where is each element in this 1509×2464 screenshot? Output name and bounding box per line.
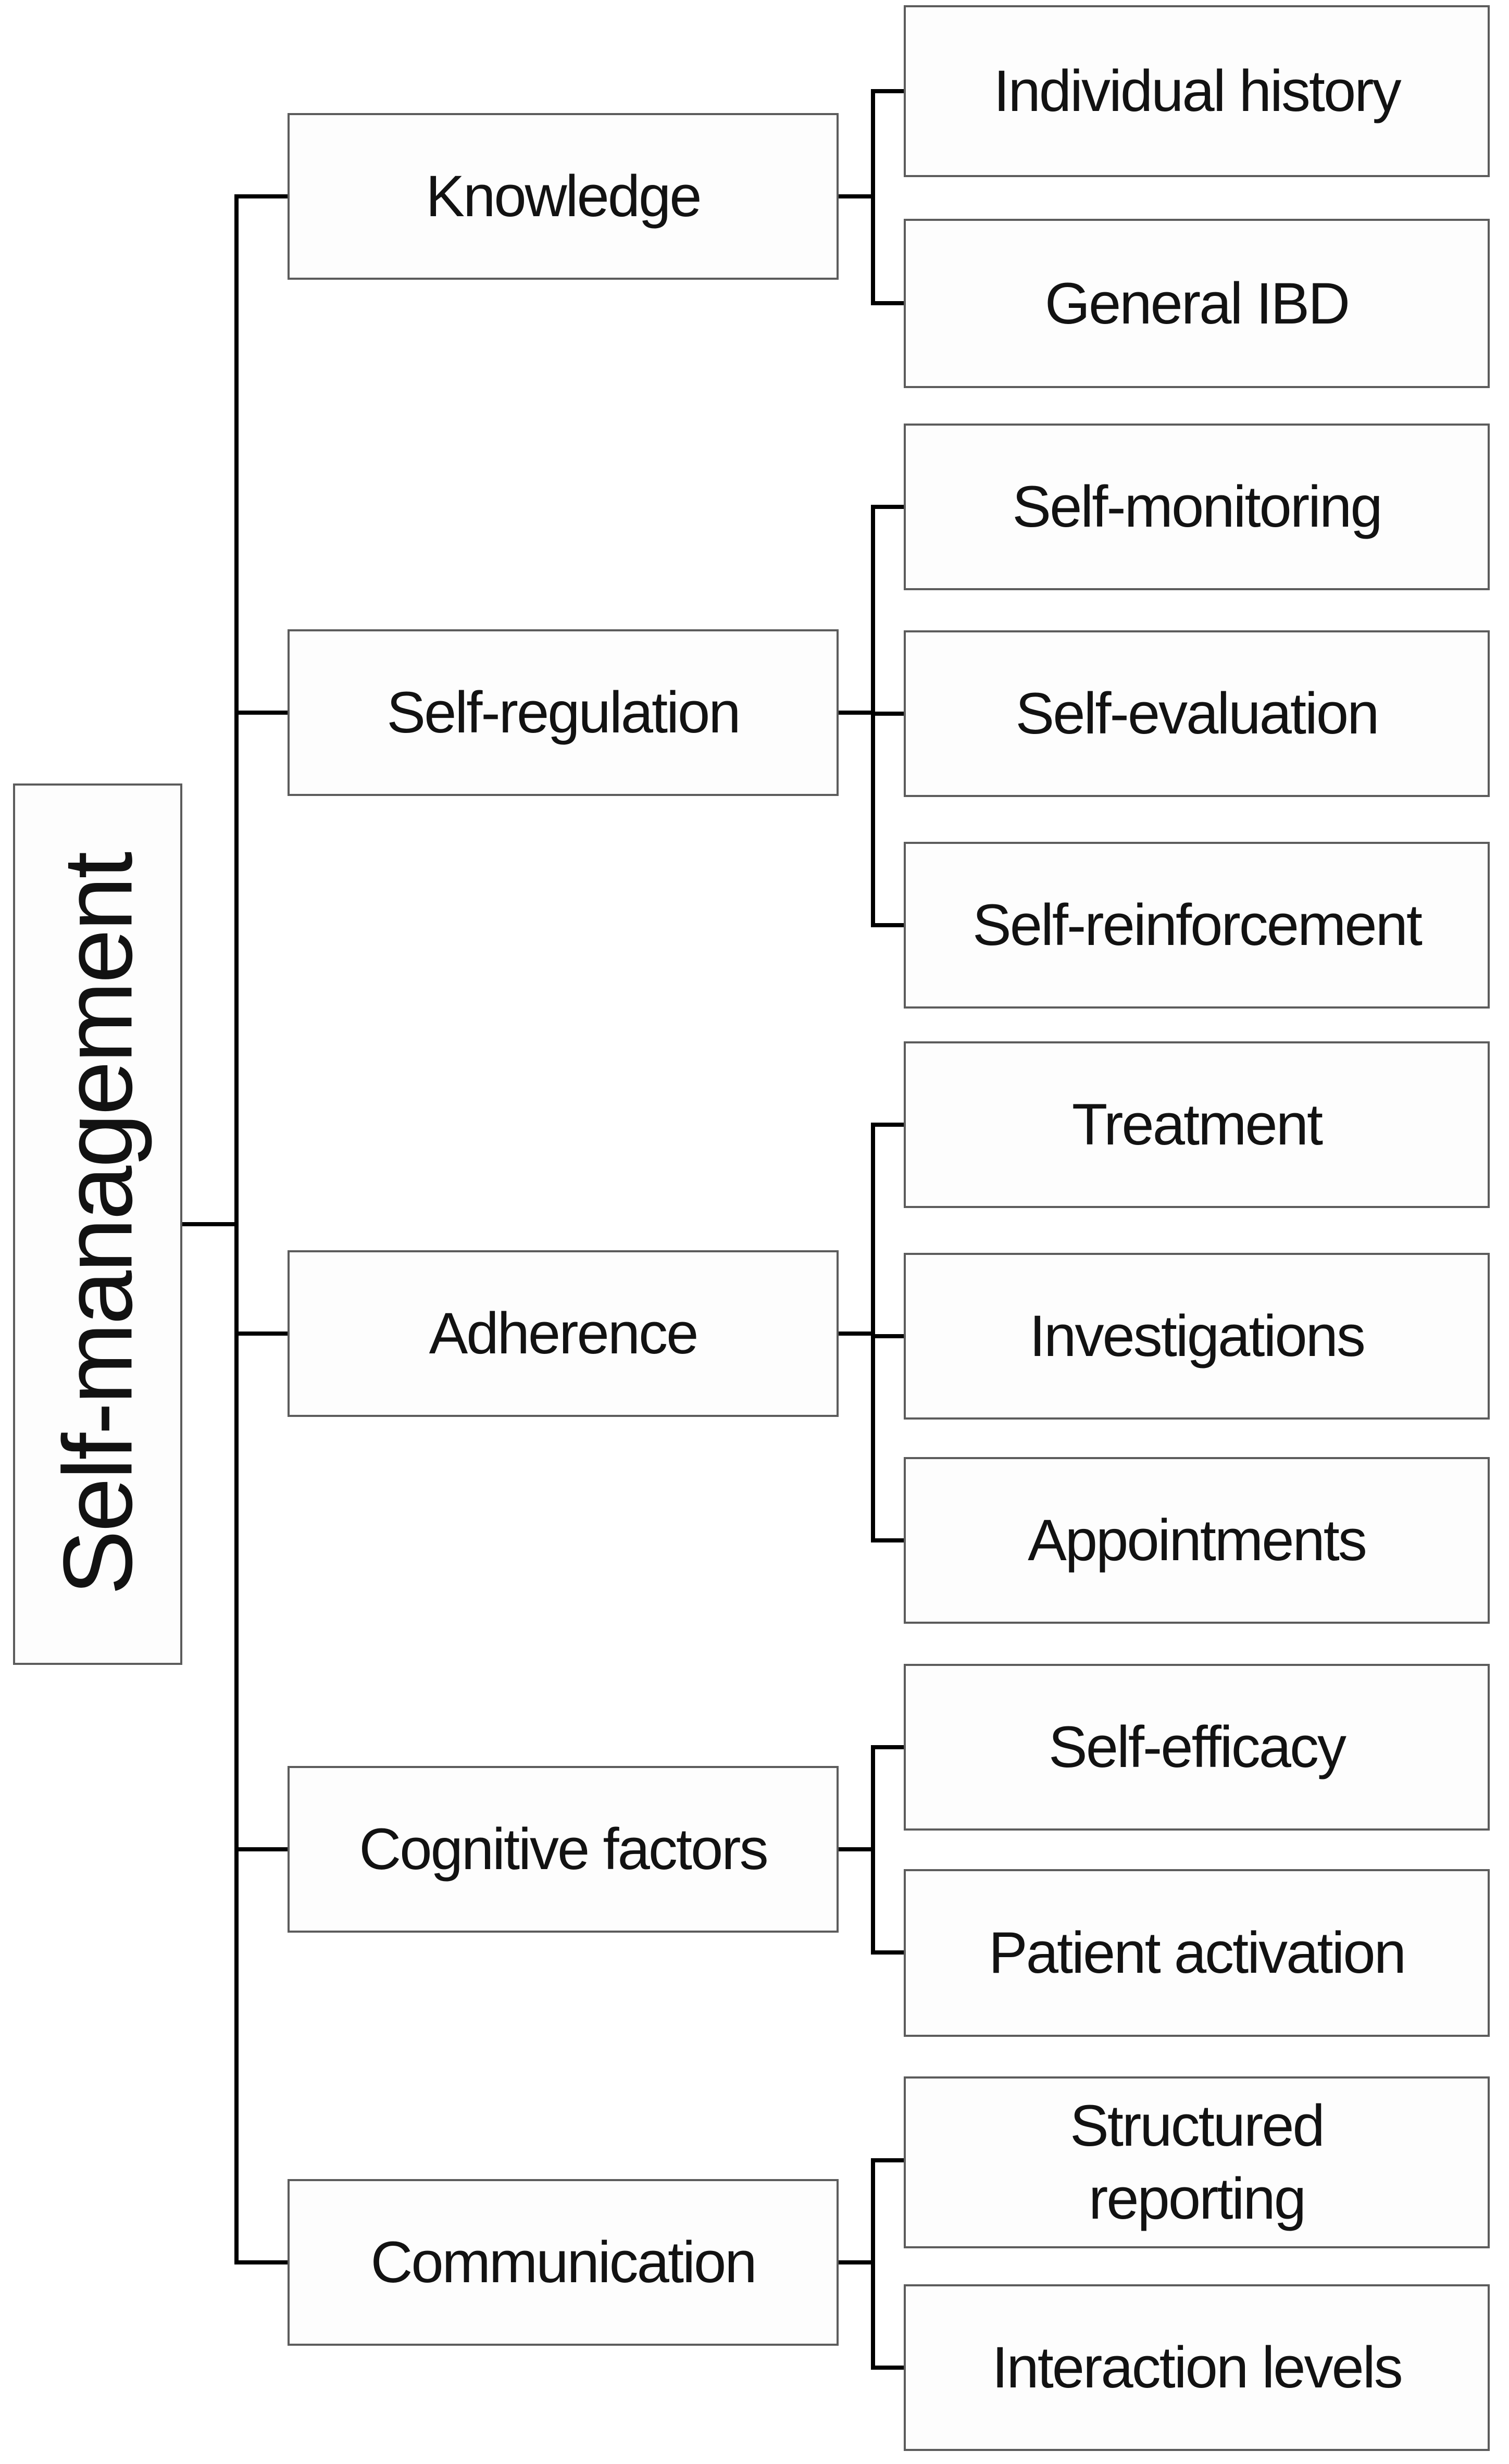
child-node-investigations: Investigations [904, 1253, 1490, 1420]
connector-knowledge-branch [871, 89, 875, 305]
child-label: Appointments [1028, 1508, 1367, 1573]
connector-self-regulation-branch [871, 505, 875, 927]
connector-stub-self-regulation [234, 711, 288, 715]
child-label: General IBD [1044, 270, 1350, 336]
child-node-interaction-levels: Interaction levels [904, 2284, 1490, 2451]
connector-stub-adherence [234, 1331, 288, 1336]
child-label: Interaction levels [992, 2335, 1403, 2400]
connector-child-stub [871, 1538, 905, 1542]
child-label: Patient activation [989, 1920, 1406, 1985]
connector-communication-branch [871, 2158, 875, 2370]
connector-cognitive-branch [871, 1745, 875, 1955]
connector-child-stub [871, 1123, 905, 1127]
child-node-self-monitoring: Self-monitoring [904, 424, 1490, 590]
connector-child-stub [871, 301, 905, 305]
category-label: Communication [370, 2230, 757, 2295]
category-node-adherence: Adherence [288, 1250, 839, 1417]
connector-main-spine [234, 194, 239, 2264]
child-label: Self-monitoring [1012, 474, 1382, 539]
child-node-individual-history: Individual history [904, 5, 1490, 177]
connector-child-stub [871, 1745, 905, 1749]
connector-adherence-out [838, 1331, 875, 1336]
connector-child-stub [871, 1334, 905, 1338]
child-node-patient-activation: Patient activation [904, 1869, 1490, 2037]
category-label: Knowledge [426, 164, 702, 229]
child-label: Structured reporting [1070, 2093, 1325, 2231]
category-label: Self-regulation [386, 680, 741, 745]
child-label: Self-evaluation [1015, 681, 1380, 746]
connector-child-stub [871, 712, 905, 716]
child-node-self-evaluation: Self-evaluation [904, 630, 1490, 797]
child-node-self-efficacy: Self-efficacy [904, 1664, 1490, 1831]
connector-adherence-branch [871, 1123, 875, 1542]
root-node-label: Self-management [43, 853, 152, 1595]
connector-child-stub [871, 2158, 905, 2162]
child-node-general-ibd: General IBD [904, 219, 1490, 388]
connector-child-stub [871, 923, 905, 927]
connector-cognitive-out [838, 1847, 875, 1851]
connector-child-stub [871, 1950, 905, 1955]
category-node-cognitive-factors: Cognitive factors [288, 1766, 839, 1933]
connector-child-stub [871, 89, 905, 93]
child-node-treatment: Treatment [904, 1041, 1490, 1208]
child-label: Self-efficacy [1049, 1714, 1346, 1779]
connector-root-trunk [181, 1222, 239, 1226]
child-label: Individual history [993, 58, 1401, 123]
child-label: Self-reinforcement [972, 892, 1423, 957]
connector-child-stub [871, 505, 905, 509]
child-node-self-reinforcement: Self-reinforcement [904, 842, 1490, 1009]
category-node-knowledge: Knowledge [288, 113, 839, 280]
category-label: Adherence [429, 1301, 699, 1366]
child-node-structured-reporting: Structured reporting [904, 2076, 1490, 2248]
category-label: Cognitive factors [359, 1816, 768, 1882]
child-label: Investigations [1029, 1303, 1366, 1368]
category-node-communication: Communication [288, 2179, 839, 2346]
connector-stub-knowledge [234, 194, 288, 198]
root-node-self-management: Self-management [13, 783, 182, 1665]
category-node-self-regulation: Self-regulation [288, 629, 839, 796]
connector-communication-out [838, 2260, 875, 2264]
connector-stub-cognitive-factors [234, 1847, 288, 1851]
child-node-appointments: Appointments [904, 1457, 1490, 1624]
child-label: Treatment [1071, 1092, 1323, 1157]
connector-self-regulation-out [838, 711, 875, 715]
connector-child-stub [871, 2366, 905, 2370]
connector-knowledge-out [838, 194, 875, 198]
connector-stub-communication [234, 2260, 288, 2264]
